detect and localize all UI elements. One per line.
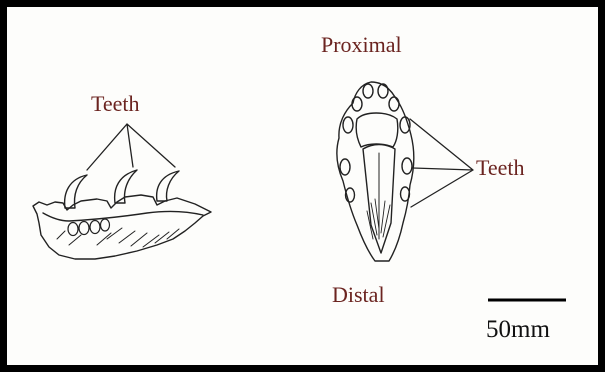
proximal-label: Proximal [321, 34, 402, 56]
teeth-pointer-lines [87, 124, 175, 170]
jaw-illustration [7, 7, 598, 365]
fang-tooth [115, 170, 137, 203]
skull-palate [356, 113, 398, 147]
teeth-label-right: Teeth [476, 157, 525, 179]
skull-ventral [337, 82, 473, 261]
jaw-inner-line [43, 211, 203, 221]
distal-label: Distal [332, 284, 385, 306]
small-teeth [68, 219, 110, 236]
lateral-jaw [33, 124, 211, 259]
jaw-body-outline [33, 195, 211, 259]
scale-bar-label: 50mm [486, 317, 550, 342]
teeth-pointer-lines [410, 119, 473, 207]
fang-tooth [157, 171, 179, 201]
teeth-label-left: Teeth [91, 93, 140, 115]
